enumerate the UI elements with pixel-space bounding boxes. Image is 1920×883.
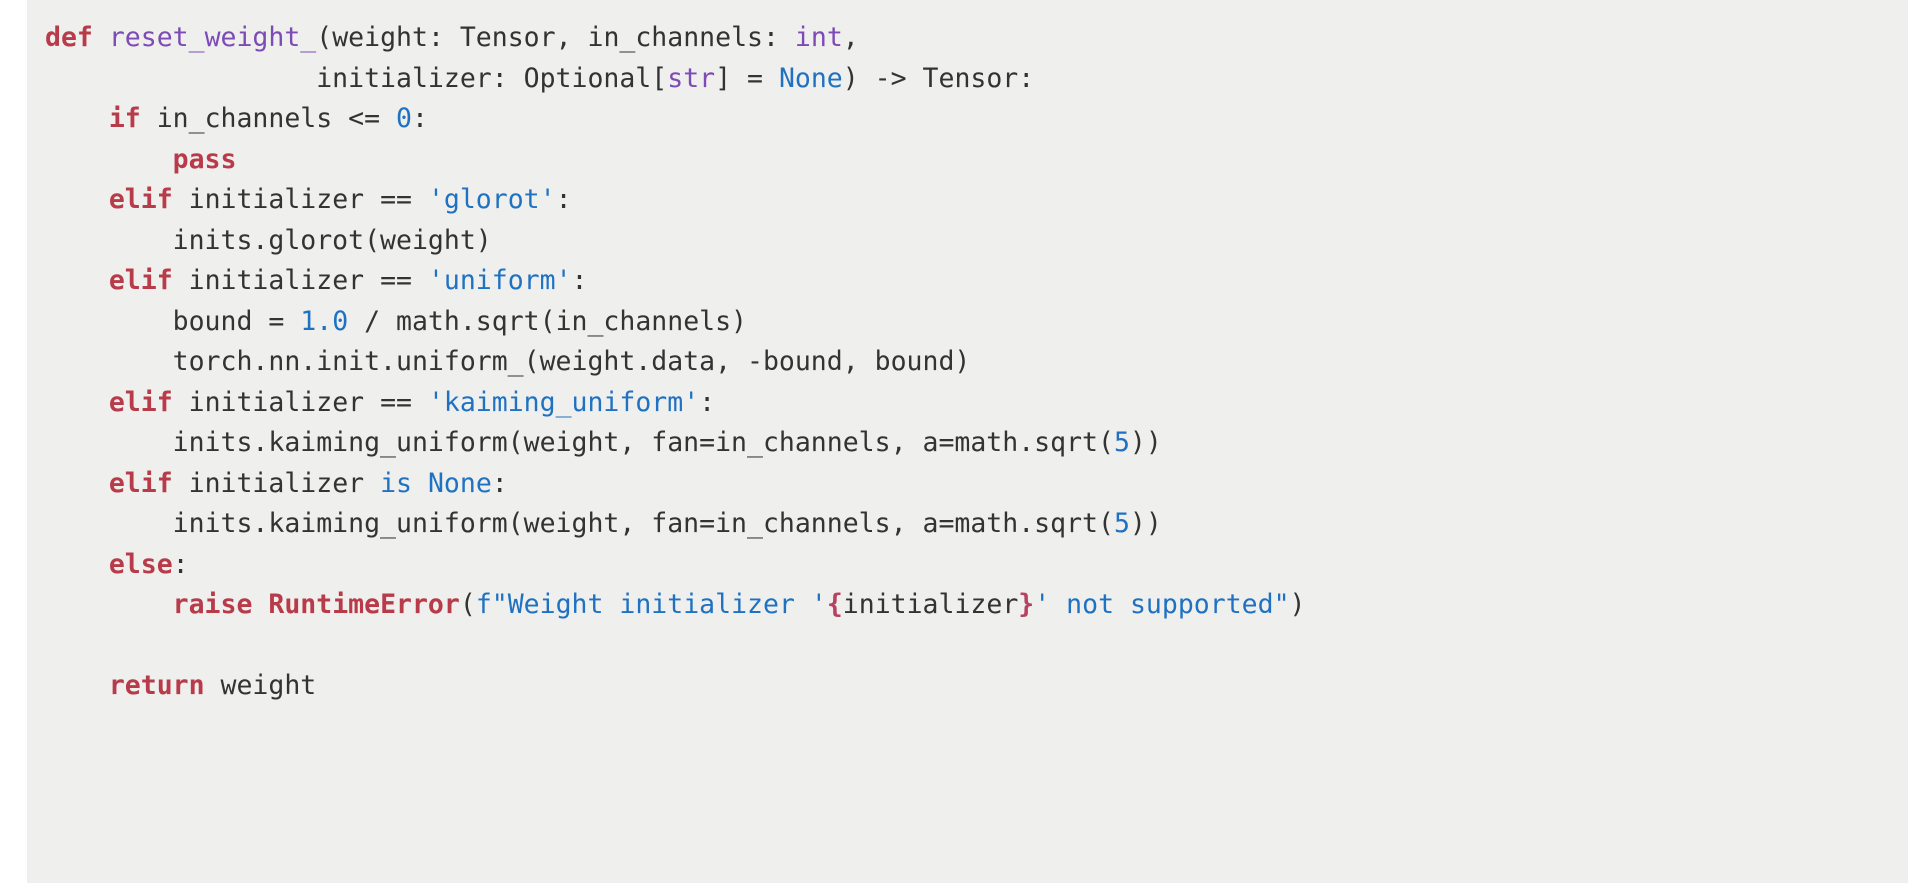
- code-token-kw: if: [108, 103, 141, 134]
- code-token-plain: [45, 184, 109, 215]
- code-token-plain: )): [1129, 508, 1162, 539]
- code-token-plain: [45, 549, 109, 580]
- code-token-fname: reset_weight_: [108, 22, 317, 53]
- code-token-plain: :: [555, 184, 572, 215]
- code-token-builtin: str: [667, 62, 716, 94]
- code-token-exc: RuntimeError: [268, 589, 460, 620]
- code-token-plain: initializer: [172, 467, 381, 499]
- code-token-plain: ,: [842, 22, 859, 53]
- code-lines[interactable]: def reset_weight_(weight: Tensor, in_cha…: [45, 18, 1908, 707]
- code-token-op-kw: is: [380, 467, 412, 499]
- code-token-str: ' not supported": [1034, 589, 1290, 620]
- code-token-plain: :: [491, 467, 508, 499]
- code-block[interactable]: def reset_weight_(weight: Tensor, in_cha…: [27, 0, 1908, 883]
- code-line: elif initializer == 'glorot':: [45, 180, 1908, 221]
- code-line: inits.kaiming_uniform(weight, fan=in_cha…: [45, 423, 1908, 464]
- code-token-plain: inits.kaiming_uniform(weight, fan=in_cha…: [45, 508, 1114, 539]
- code-token-plain: :: [412, 103, 428, 134]
- code-token-str: f"Weight initializer ': [475, 589, 827, 620]
- code-token-plain: [45, 103, 109, 134]
- code-token-plain: bound =: [45, 305, 301, 337]
- code-token-plain: )): [1129, 427, 1162, 458]
- code-token-num: 0: [396, 103, 412, 134]
- code-token-plain: (: [459, 589, 476, 620]
- code-token-plain: weight: [204, 670, 317, 701]
- code-line: return weight: [45, 666, 1908, 707]
- code-line: def reset_weight_(weight: Tensor, in_cha…: [45, 18, 1908, 59]
- code-line: inits.glorot(weight): [45, 221, 1908, 262]
- code-line: if in_channels <= 0:: [45, 99, 1908, 140]
- code-token-kw: elif: [108, 265, 173, 296]
- code-token-plain: initializer ==: [172, 184, 428, 215]
- code-token-brace: {: [826, 589, 843, 620]
- code-token-plain: / math.sqrt(in_channels): [348, 305, 748, 337]
- code-line: [45, 626, 1908, 667]
- code-token-const: None: [778, 62, 843, 94]
- code-token-kw: else: [108, 548, 173, 580]
- code-line: elif initializer == 'kaiming_uniform':: [45, 383, 1908, 424]
- code-token-plain: :: [172, 548, 189, 580]
- code-line: raise RuntimeError(f"Weight initializer …: [45, 585, 1908, 626]
- code-line: initializer: Optional[str] = None) -> Te…: [45, 59, 1908, 100]
- code-token-num: 5: [1113, 508, 1130, 539]
- code-token-plain: :: [571, 265, 588, 296]
- code-token-plain: [45, 468, 109, 499]
- code-line: bound = 1.0 / math.sqrt(in_channels): [45, 302, 1908, 343]
- code-token-plain: [45, 589, 173, 620]
- code-token-kw: def: [45, 22, 93, 53]
- code-token-plain: :: [699, 386, 716, 418]
- code-line: else:: [45, 545, 1908, 586]
- code-token-plain: inits.glorot(weight): [45, 224, 492, 256]
- code-token-plain: ): [1289, 589, 1306, 620]
- code-token-plain: [45, 670, 109, 701]
- code-token-str: 'glorot': [427, 184, 556, 215]
- code-token-const: None: [427, 467, 492, 499]
- code-token-plain: [252, 589, 268, 620]
- code-token-plain: ] =: [715, 62, 779, 94]
- code-token-kw: elif: [108, 184, 173, 215]
- code-line: elif initializer == 'uniform':: [45, 261, 1908, 302]
- code-line: pass: [45, 140, 1908, 181]
- code-token-plain: in_channels <=: [140, 103, 397, 134]
- code-token-plain: [93, 22, 109, 53]
- code-token-str: 'uniform': [427, 265, 572, 296]
- code-token-plain: [45, 387, 109, 418]
- code-token-plain: [45, 144, 173, 175]
- code-token-plain: initializer ==: [172, 265, 428, 296]
- code-token-kw: raise: [172, 589, 253, 620]
- code-token-plain: [412, 468, 428, 499]
- code-token-num: 5: [1113, 427, 1130, 458]
- code-token-plain: initializer: [842, 589, 1019, 620]
- code-token-plain: torch.nn.init.uniform_(weight.data, -bou…: [45, 346, 971, 377]
- code-token-plain: initializer: Optional[: [45, 62, 668, 94]
- code-token-brace: }: [1018, 589, 1035, 620]
- code-line: torch.nn.init.uniform_(weight.data, -bou…: [45, 342, 1908, 383]
- code-token-plain: inits.kaiming_uniform(weight, fan=in_cha…: [45, 427, 1114, 458]
- code-token-kw: return: [108, 670, 205, 701]
- code-token-plain: [45, 265, 109, 296]
- code-line: inits.kaiming_uniform(weight, fan=in_cha…: [45, 504, 1908, 545]
- code-token-kw: pass: [172, 143, 237, 175]
- code-token-str: 'kaiming_uniform': [427, 386, 700, 418]
- code-token-kw: elif: [108, 467, 173, 499]
- code-token-builtin: int: [794, 22, 843, 53]
- code-token-num: 1.0: [300, 305, 349, 337]
- code-token-kw: elif: [108, 386, 173, 418]
- code-token-plain: initializer ==: [172, 386, 428, 418]
- code-token-plain: (weight: Tensor, in_channels:: [316, 22, 795, 53]
- code-token-plain: ) -> Tensor:: [842, 62, 1035, 94]
- code-line: elif initializer is None:: [45, 464, 1908, 505]
